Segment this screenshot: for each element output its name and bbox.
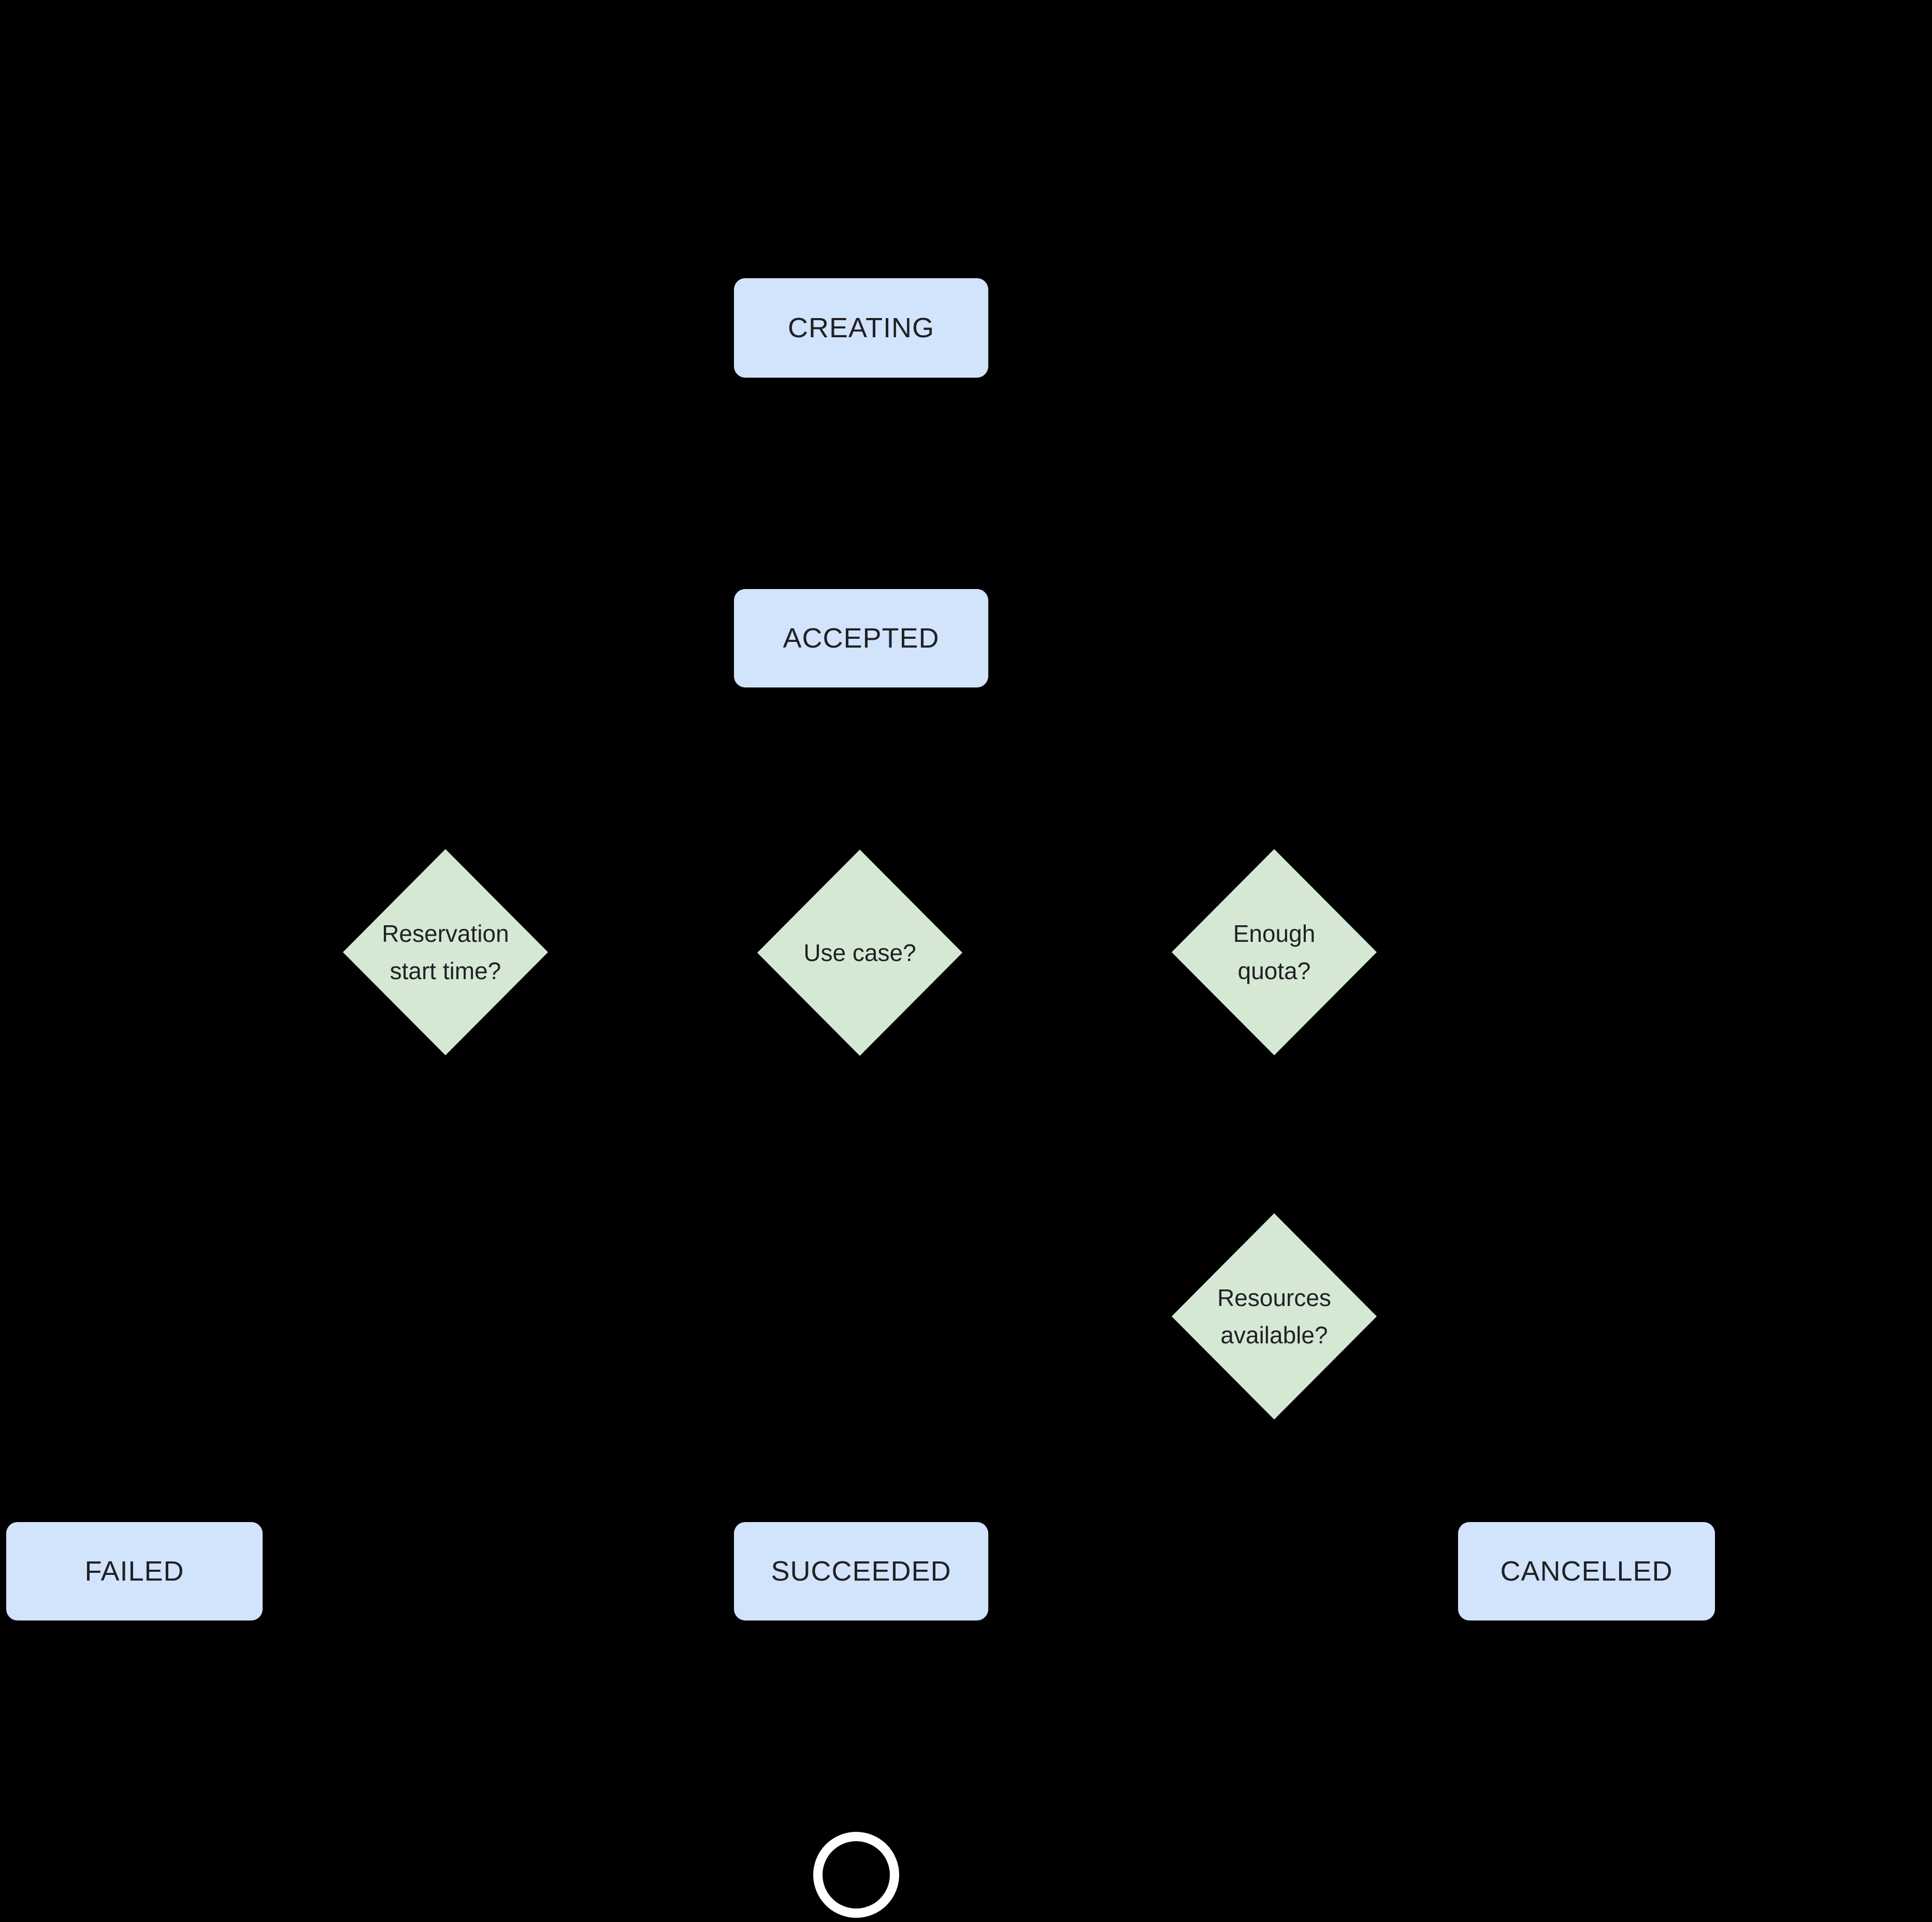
decision-use-case-line1: Use case? xyxy=(803,939,916,966)
state-accepted-label: ACCEPTED xyxy=(783,623,940,654)
state-cancelled: CANCELLED xyxy=(1458,1522,1715,1620)
decision-reservation-start-time-line2: start time? xyxy=(390,957,501,984)
decision-resources-available: Resources available? xyxy=(1172,1213,1377,1419)
decision-reservation-start-time: Reservation start time? xyxy=(343,849,548,1055)
state-cancelled-label: CANCELLED xyxy=(1500,1556,1673,1587)
decision-enough-quota: Enough quota? xyxy=(1172,849,1377,1055)
decision-resources-available-line1: Resources xyxy=(1217,1284,1331,1311)
decision-enough-quota-line1: Enough xyxy=(1233,920,1316,947)
state-succeeded: SUCCEEDED xyxy=(734,1522,988,1620)
state-creating: CREATING xyxy=(734,278,988,378)
decision-reservation-start-time-line1: Reservation xyxy=(382,920,509,947)
state-creating-label: CREATING xyxy=(787,312,934,343)
decision-resources-available-line2: available? xyxy=(1220,1322,1328,1349)
state-failed: FAILED xyxy=(6,1522,263,1620)
state-failed-label: FAILED xyxy=(84,1556,184,1587)
state-accepted: ACCEPTED xyxy=(734,589,988,687)
decision-use-case: Use case? xyxy=(757,850,962,1056)
final-state-icon xyxy=(813,1832,899,1918)
state-succeeded-label: SUCCEEDED xyxy=(771,1556,951,1587)
decision-enough-quota-line2: quota? xyxy=(1237,957,1311,984)
